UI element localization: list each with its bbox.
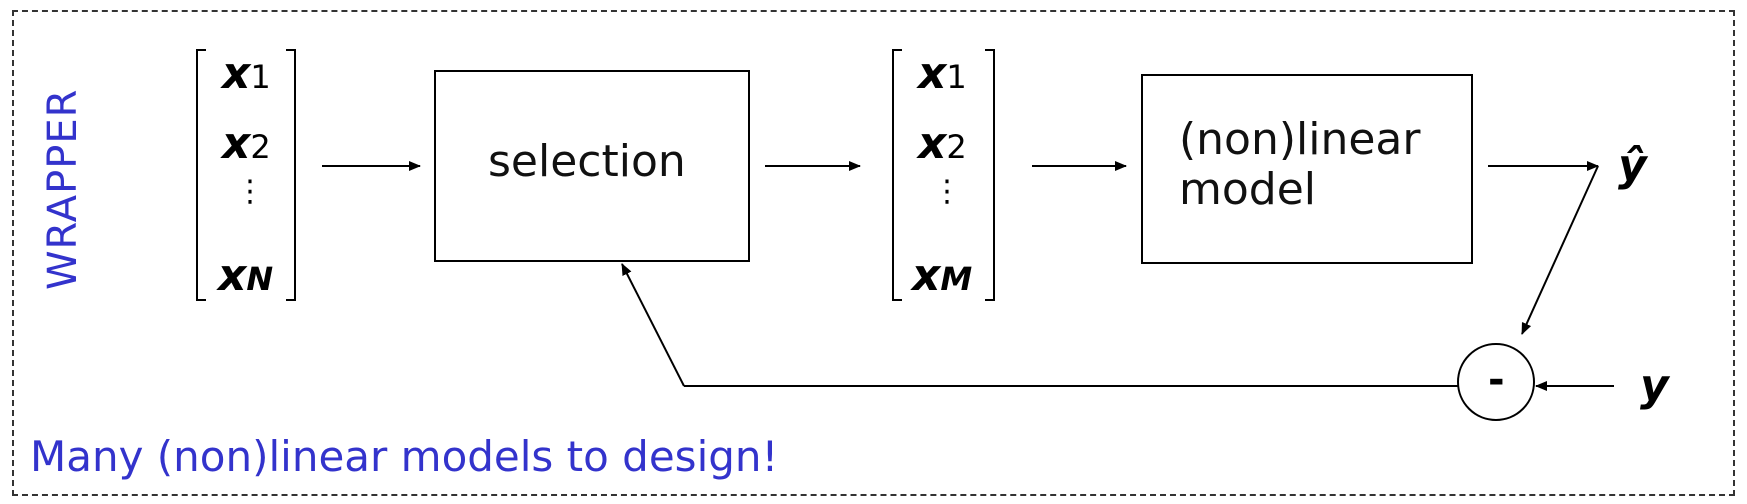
selected-bracket-right [985, 49, 995, 301]
model-label-line1: (non)linear [1179, 114, 1421, 165]
output-y-hat: ŷ [1618, 140, 1647, 191]
selection-label: selection [488, 136, 686, 187]
arrow-output-to-comparator [1521, 165, 1599, 335]
target-y: y [1640, 360, 1669, 411]
input-bracket-right [286, 49, 296, 301]
selected-xM: xM [912, 250, 973, 301]
wrapper-frame [12, 10, 1735, 496]
model-label-line2: model [1179, 164, 1317, 215]
arrow-feedback-to-selection [621, 263, 685, 387]
input-x2: x2 [222, 118, 271, 169]
selected-bracket-left [892, 49, 902, 301]
comparator-circle [1457, 343, 1535, 421]
footer-note: Many (non)linear models to design! [30, 432, 779, 481]
input-bracket-left [196, 49, 206, 301]
selected-x2: x2 [918, 118, 967, 169]
comparator-minus: - [1488, 357, 1505, 403]
selected-x1: x1 [918, 48, 967, 99]
selection-box: selection [434, 70, 750, 262]
model-box: (non)linear model [1141, 74, 1473, 264]
input-xN: xN [218, 250, 274, 301]
input-x1: x1 [222, 48, 271, 99]
